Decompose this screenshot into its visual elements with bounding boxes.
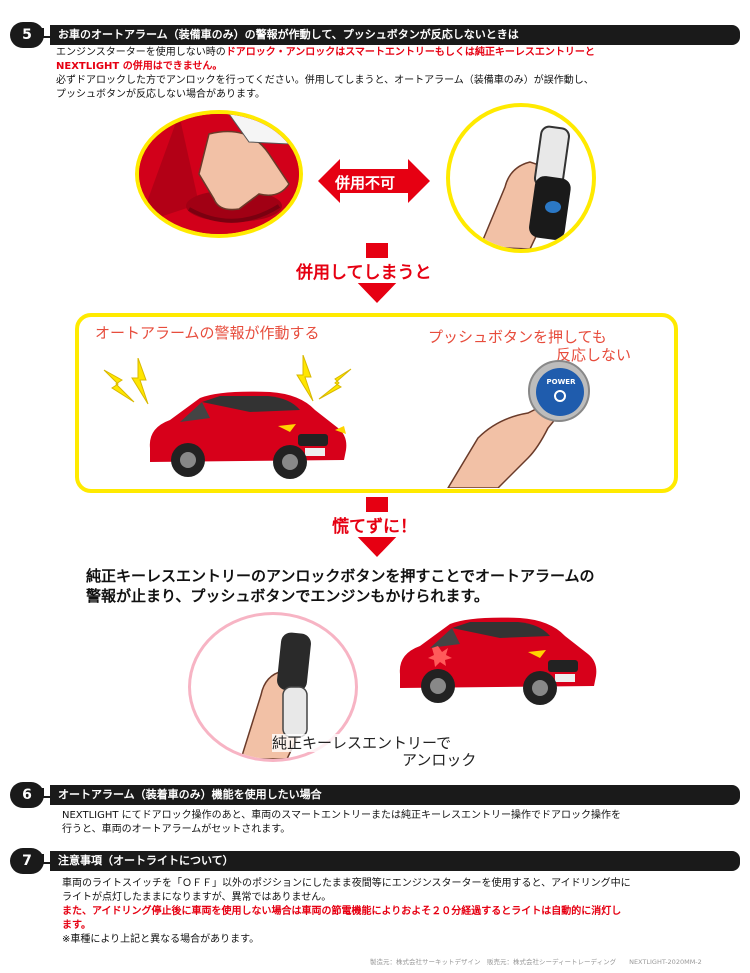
header-tick <box>42 854 52 864</box>
keyless-remote-icon <box>240 632 311 759</box>
push-text-line2: 反応しない <box>556 346 632 364</box>
section-number: 5 <box>10 22 44 48</box>
no-combination-label: 併用不可 <box>335 174 396 192</box>
header-tick <box>42 28 52 38</box>
solution-line2: 警報が止まり、プッシュボタンでエンジンもかけられます。 <box>86 587 489 605</box>
alarm-text: オートアラームの警報が作動する <box>95 324 320 342</box>
smart-key-illustration <box>446 103 596 253</box>
sec7-line1: 車両のライトスイッチを「ＯＦＦ」以外のポジションにしたまま夜間等にエンジンスター… <box>62 878 631 889</box>
sec7-line5: ※車種により上記と異なる場合があります。 <box>62 934 260 945</box>
sec7-line4: ます。 <box>62 920 91 931</box>
section-number: 6 <box>10 782 44 808</box>
section-title: オートアラーム（装着車のみ）機能を使用したい場合 <box>50 785 740 805</box>
power-label: POWER <box>546 378 576 386</box>
sec5-text-line4: プッシュボタンが反応しない場合があります。 <box>56 89 265 100</box>
if-combined-label: 併用してしまうと <box>292 258 436 283</box>
section-number: 7 <box>10 848 44 874</box>
section-7-header: 7 注意事項（オートライトについて） <box>10 848 740 874</box>
solution-line1: 純正キーレスエントリーのアンロックボタンを押すことでオートアラームの <box>86 567 595 585</box>
header-tick <box>42 788 52 798</box>
sec7-line3: また、アイドリング停止後に車両を使用しない場合は車両の節電機能によりおよそ２０分… <box>62 906 622 917</box>
sec6-line2: 行うと、車両のオートアラームがセットされます。 <box>62 824 291 835</box>
sec7-line2: ライトが点灯したままになりますが、異常ではありません。 <box>62 892 332 903</box>
keyless-label-line1: 純正キーレスエントリーで <box>272 734 452 752</box>
sec5-line1b: ドアロック・アンロックはスマートエントリーもしくは純正キーレスエントリーと <box>225 47 595 58</box>
sec5-text-line1: エンジンスターターを使用しない時のドアロック・アンロックはスマートエントリーもし… <box>56 46 595 60</box>
section-title: お車のオートアラーム（装備車のみ）の警報が作動して、プッシュボタンが反応しないと… <box>50 25 740 45</box>
door-hand-icon <box>139 114 299 234</box>
section-5-header: 5 お車のオートアラーム（装備車のみ）の警報が作動して、プッシュボタンが反応しな… <box>10 22 740 48</box>
section-6-header: 6 オートアラーム（装着車のみ）機能を使用したい場合 <box>10 782 740 808</box>
no-combination-arrow <box>318 159 430 203</box>
footer-credits: 製造元：株式会社サーキットデザイン 販売元：株式会社シーディートレーディング N… <box>370 958 702 966</box>
power-button[interactable]: POWER <box>528 360 590 422</box>
door-handle-illustration <box>135 110 303 238</box>
sec5-text-line3: 必ずドアロックした方でアンロックを行ってください。併用してしまうと、オートアラー… <box>56 75 594 86</box>
section-title: 注意事項（オートライトについて） <box>50 851 740 871</box>
lightning-icon-left <box>103 358 149 405</box>
keyless-label-line2: アンロック <box>402 751 477 769</box>
red-car-unlocked-icon <box>399 617 597 705</box>
smart-key-icon <box>478 125 571 249</box>
sec6-line1: NEXTLIGHT にてドアロック操作のあと、車両のスマートエントリーまたは純正… <box>62 810 621 821</box>
red-car-icon <box>149 391 347 479</box>
push-text-line1: プッシュボタンを押しても <box>428 328 607 346</box>
power-icon <box>554 390 566 402</box>
lightning-icon-right <box>296 355 352 402</box>
dont-panic-label: 慌てずに！ <box>328 512 421 537</box>
sec5-line1a: エンジンスターターを使用しない時の <box>56 47 226 58</box>
sec5-text-line2: NEXTLIGHT の併用はできません。 <box>56 61 223 72</box>
